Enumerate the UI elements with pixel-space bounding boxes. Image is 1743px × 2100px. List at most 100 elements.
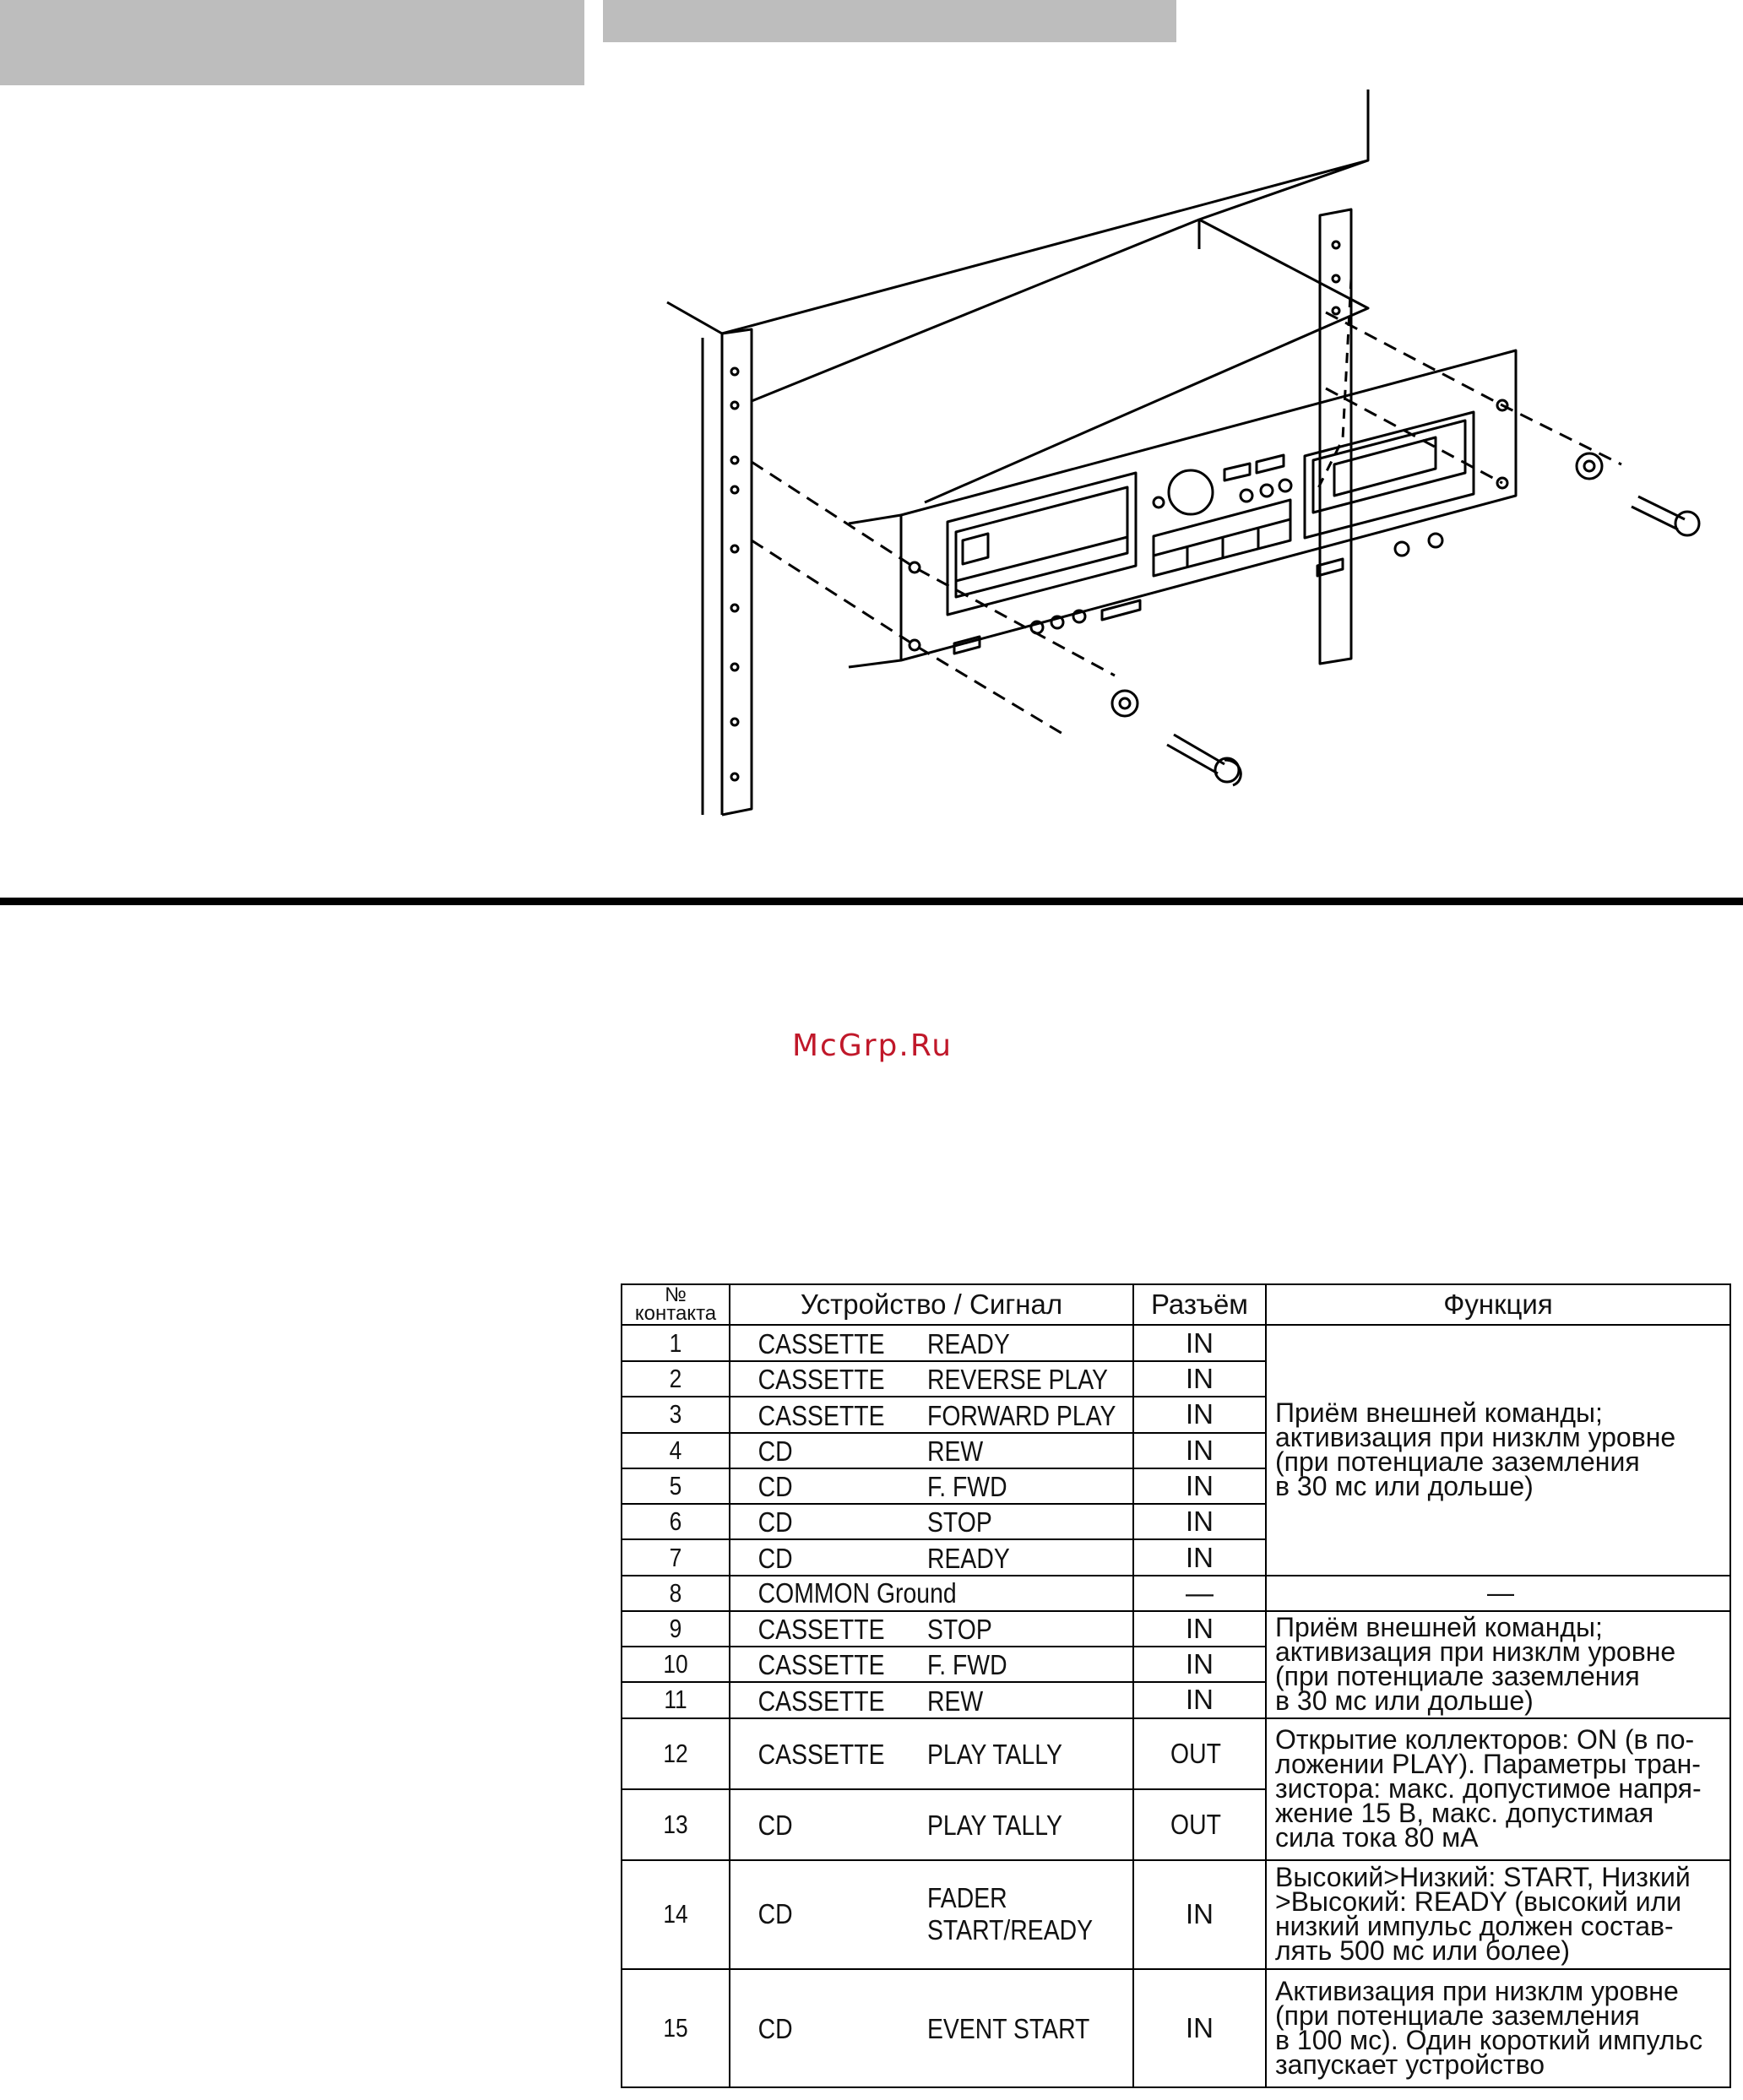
header-pin-word: контакта bbox=[634, 1302, 717, 1325]
pin-number: 6 bbox=[628, 1503, 723, 1541]
pin-number: 4 bbox=[628, 1431, 723, 1469]
front-panel bbox=[899, 349, 1518, 662]
pin-number: 2 bbox=[628, 1359, 723, 1398]
section-divider bbox=[0, 898, 1743, 905]
function-cell-row-15: Активизация при низклм уровне (при потен… bbox=[1265, 1967, 1731, 2088]
function-line: активизация при низклм уровне bbox=[1275, 1636, 1676, 1668]
jack-cell: — bbox=[1132, 1574, 1267, 1612]
signal-name: READY bbox=[927, 1327, 1010, 1359]
pin-number: 9 bbox=[628, 1609, 723, 1647]
signal-name: PLAY TALLY bbox=[927, 1738, 1062, 1770]
pin-number: 15 bbox=[628, 1967, 723, 2088]
pin-number: 8 bbox=[628, 1574, 723, 1612]
pin-number: 12 bbox=[628, 1717, 723, 1790]
function-cell-row-14: Высокий>Низкий: START, Низкий >Высокий: … bbox=[1265, 1859, 1731, 1970]
function-cell-row-8: — bbox=[1265, 1574, 1731, 1612]
device-name: CD bbox=[757, 1506, 793, 1538]
pin-number: 11 bbox=[628, 1681, 723, 1719]
function-line: >Высокий: READY (высокий или bbox=[1275, 1886, 1682, 1918]
signal-name: F. FWD bbox=[927, 1471, 1007, 1503]
function-line: Высокий>Низкий: START, Низкий bbox=[1275, 1862, 1691, 1893]
rack-top-outline bbox=[666, 90, 1370, 815]
device-name: CASSETTE bbox=[757, 1399, 885, 1431]
jog-dial bbox=[1167, 469, 1214, 516]
jack-cell: IN bbox=[1132, 1538, 1267, 1576]
rack-left-rail bbox=[721, 328, 753, 817]
function-line: активизация при низклм уровне bbox=[1275, 1422, 1676, 1453]
signal-name: READY bbox=[927, 1542, 1010, 1574]
signal-name: REW bbox=[927, 1685, 984, 1717]
header-function: Функция bbox=[1265, 1283, 1731, 1326]
function-cell-rows-12-13: Открытие коллекторов: ON (в по- ложении … bbox=[1265, 1717, 1731, 1861]
jack-cell: IN bbox=[1132, 1609, 1267, 1647]
jack-cell: OUT bbox=[1132, 1717, 1267, 1790]
device-name: CASSETTE bbox=[757, 1613, 885, 1645]
device-name: CD bbox=[757, 1435, 793, 1467]
header-device-signal: Устройство / Сигнал bbox=[729, 1283, 1134, 1326]
device-name: CASSETTE bbox=[757, 1685, 885, 1717]
device-name: CASSETTE bbox=[757, 1364, 885, 1396]
function-line: сила тока 80 мА bbox=[1275, 1822, 1479, 1853]
pin-assignment-table: № контакта Устройство / Сигнал Разъём Фу… bbox=[621, 1283, 1731, 2088]
jack-label: OUT bbox=[1170, 1737, 1221, 1769]
device-signal-cell: CASSETTE READY bbox=[729, 1324, 1134, 1362]
washer-left bbox=[1110, 689, 1139, 718]
device-name: CASSETTE bbox=[757, 1738, 885, 1770]
table-row: 7 CD READY IN bbox=[622, 1538, 1730, 1576]
pin-number: 1 bbox=[628, 1324, 723, 1362]
jack-cell: IN bbox=[1132, 1324, 1267, 1362]
jack-cell: IN bbox=[1132, 1645, 1267, 1684]
jack-cell: IN bbox=[1132, 1503, 1267, 1541]
chassis-top bbox=[751, 218, 1370, 504]
pin-number: 13 bbox=[628, 1788, 723, 1861]
jack-cell: IN bbox=[1132, 1681, 1267, 1719]
jack-label: OUT bbox=[1170, 1808, 1221, 1840]
device-name: CD bbox=[757, 1809, 793, 1841]
pin-number: 10 bbox=[628, 1645, 723, 1684]
rack-mount-illustration bbox=[666, 90, 1701, 817]
signal-name: PLAY TALLY bbox=[927, 1809, 1062, 1841]
device-signal-cell: CD REW bbox=[729, 1431, 1134, 1469]
function-line: зистора: макс. допустимое напря- bbox=[1275, 1773, 1702, 1804]
device-signal-cell: CASSETTE REW bbox=[729, 1681, 1134, 1719]
cd-tray bbox=[946, 471, 1138, 616]
function-line: запускает устройство bbox=[1275, 2048, 1545, 2080]
device-name: CASSETTE bbox=[757, 1327, 885, 1359]
function-line: в 30 мс или дольше) bbox=[1275, 1471, 1534, 1502]
function-line: Приём внешней команды; bbox=[1275, 1612, 1603, 1643]
header-pin-symbol: № bbox=[665, 1283, 687, 1306]
function-line: (при потенциале заземления bbox=[1275, 2000, 1640, 2031]
function-line: в 30 мс или дольше) bbox=[1275, 1685, 1534, 1717]
function-line: в 100 мс). Один короткий импульс bbox=[1275, 2024, 1703, 2055]
device-name: COMMON Ground bbox=[757, 1576, 957, 1609]
pin-number: 5 bbox=[628, 1467, 723, 1506]
pin-number: 7 bbox=[628, 1538, 723, 1576]
signal-name: REW bbox=[927, 1435, 984, 1467]
table-row: 12 CASSETTE PLAY TALLY OUT Открытие колле… bbox=[622, 1717, 1731, 1861]
function-line: жение 15 В, макс. допустимая bbox=[1275, 1798, 1654, 1829]
function-line: (при потенциале заземления bbox=[1275, 1446, 1640, 1478]
device-name: CD bbox=[757, 1542, 793, 1574]
signal-line: FADER bbox=[927, 1882, 1007, 1914]
function-line: (при потенциале заземления bbox=[1275, 1661, 1640, 1692]
function-line: Открытие коллекторов: ON (в по- bbox=[1275, 1724, 1695, 1755]
function-line: Активизация при низклм уровне bbox=[1275, 1975, 1679, 2006]
signal-name: FORWARD PLAY bbox=[927, 1399, 1116, 1431]
jack-cell: IN bbox=[1132, 1396, 1267, 1434]
header-gray-bar-left bbox=[0, 0, 584, 85]
device-signal-cell: CASSETTE PLAY TALLY bbox=[729, 1717, 1134, 1790]
rack-right-rail bbox=[1318, 208, 1353, 665]
signal-line: START/READY bbox=[927, 1914, 1094, 1946]
